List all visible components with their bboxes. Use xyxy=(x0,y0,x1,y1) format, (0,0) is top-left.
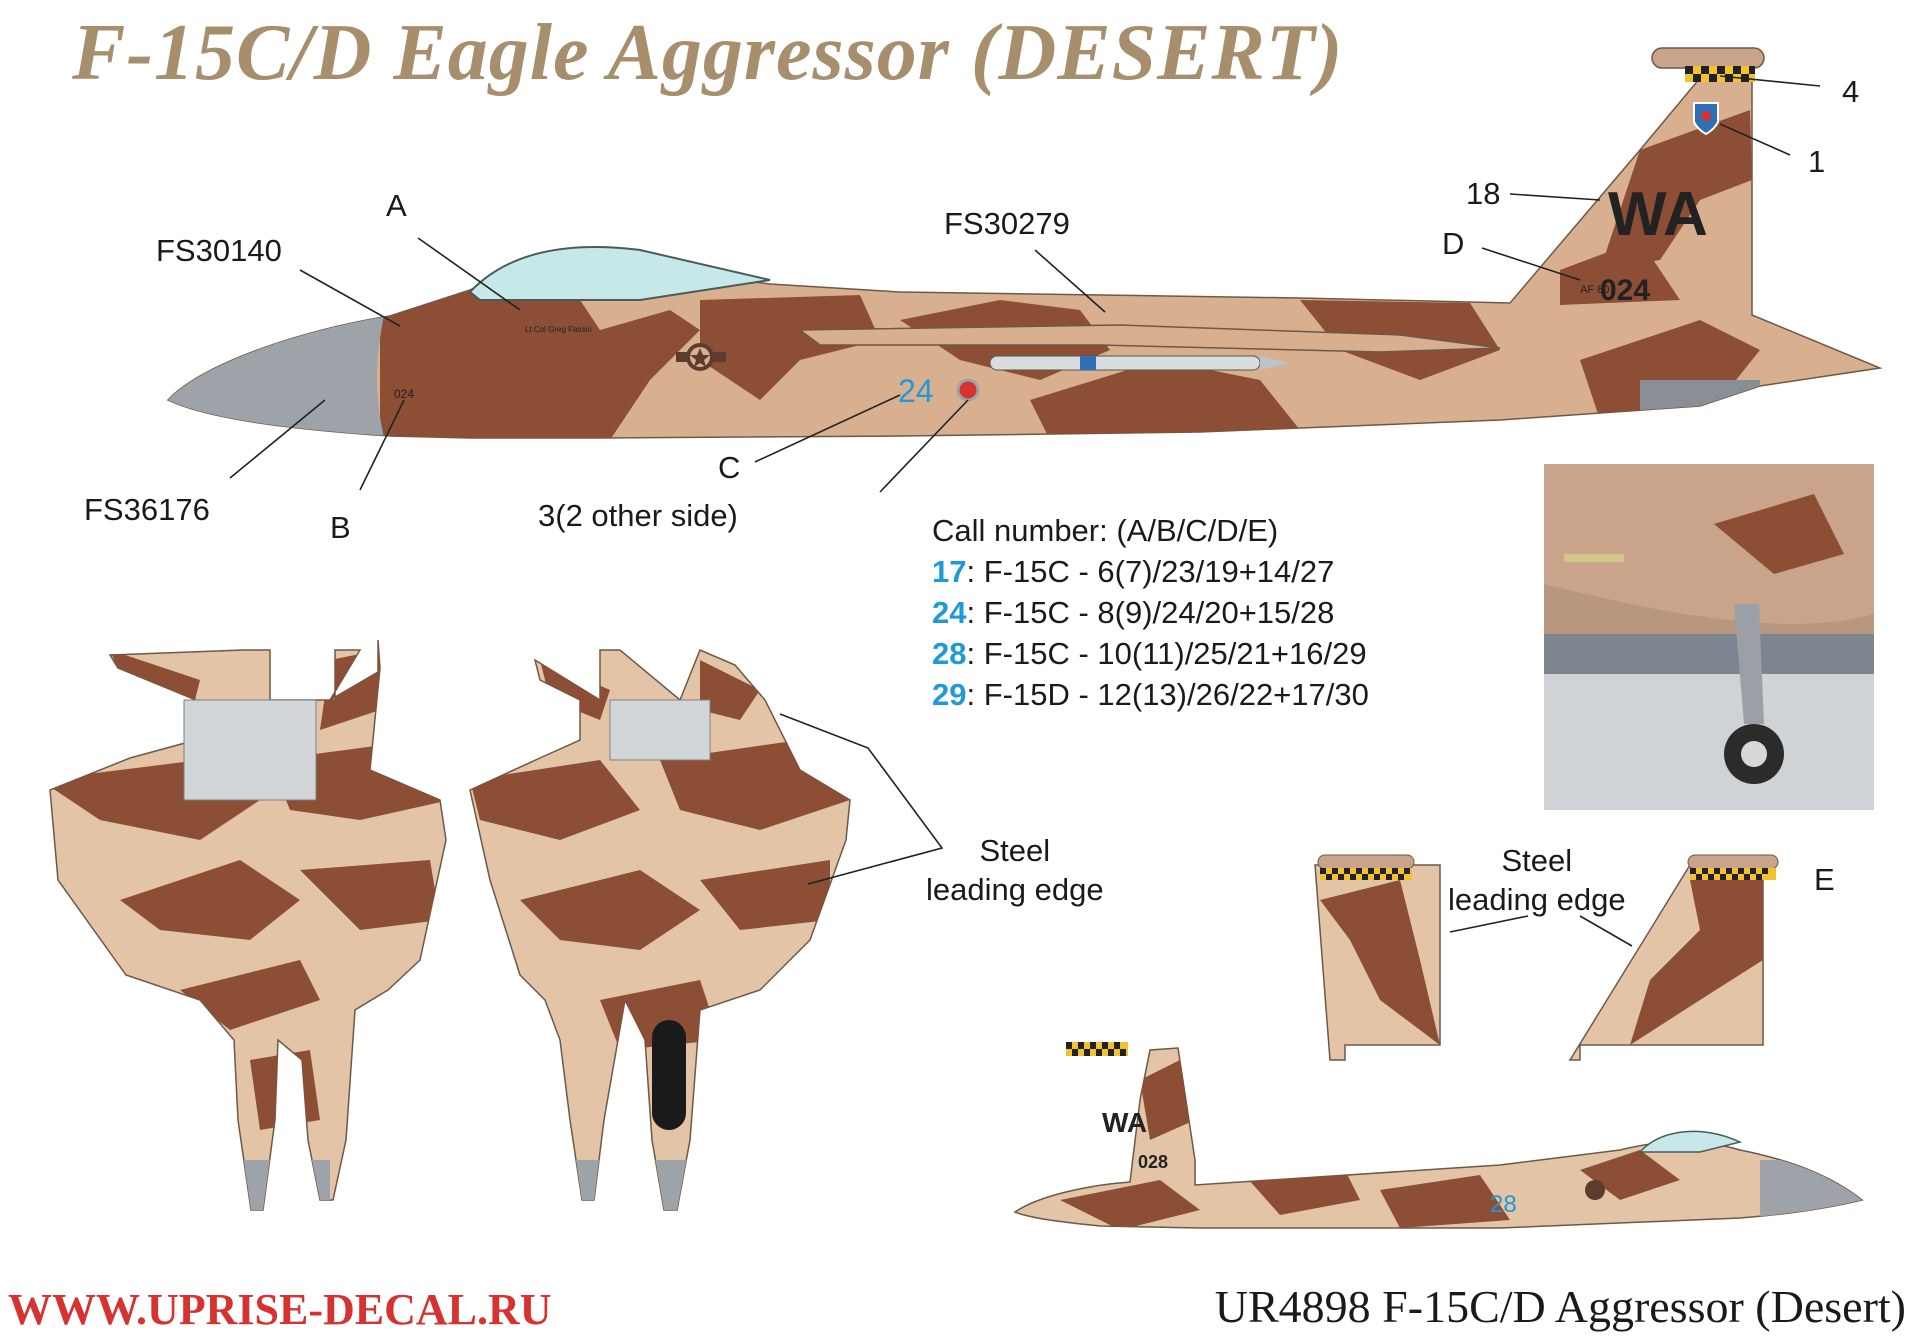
label-fs36176: FS36176 xyxy=(84,492,210,527)
national-insignia-small xyxy=(1585,1180,1605,1200)
tail-code: WA xyxy=(1608,180,1708,249)
tail-code-small: WA xyxy=(1102,1107,1147,1138)
fin-right xyxy=(1449,854,1779,1061)
leader-lines-steel xyxy=(779,713,944,885)
call-number-text: : F-15C - 10(11)/25/21+16/29 xyxy=(966,636,1367,671)
call-number-row: 17: F-15C - 6(7)/23/19+14/27 xyxy=(932,551,1369,592)
call-number-small: 28 xyxy=(1490,1191,1517,1218)
national-insignia xyxy=(676,343,726,371)
steel-leading-edge-right: Steel leading edge xyxy=(1448,842,1626,920)
missile xyxy=(989,355,1290,371)
call-number: 24 xyxy=(898,373,934,409)
camo-patch xyxy=(380,270,700,438)
steel-leading-edge-left: Steel leading edge xyxy=(926,832,1104,910)
call-number-value: 28 xyxy=(932,636,967,671)
call-number-row: 28: F-15C - 10(11)/25/21+16/29 xyxy=(932,633,1369,674)
serial-small: 028 xyxy=(1138,1152,1168,1172)
call-number-text: : F-15C - 8(9)/24/20+15/28 xyxy=(966,595,1335,630)
fin-cap xyxy=(1651,47,1765,69)
label-e: E xyxy=(1814,862,1835,897)
website-link[interactable]: WWW.UPRISE-DECAL.RU xyxy=(8,1285,552,1334)
label-n18: 18 xyxy=(1466,176,1501,211)
label-n1: 1 xyxy=(1808,144,1826,179)
label-a: A xyxy=(386,188,407,223)
call-number-value: 29 xyxy=(932,677,967,712)
plan-view-underside xyxy=(49,639,447,1211)
product-code: UR4898 F-15C/D Aggressor (Desert) xyxy=(1214,1281,1906,1332)
label-c: C xyxy=(718,450,741,485)
side-profile-large: 024 Lt Col Greg Fassio 24 WA AF 80 024 xyxy=(166,47,1883,493)
intake-panel xyxy=(609,699,711,761)
label-n4: 4 xyxy=(1842,74,1860,109)
serial-prefix: AF 80 xyxy=(1580,284,1609,296)
call-number-value: 24 xyxy=(932,595,967,630)
label-d: D xyxy=(1442,226,1465,261)
plan-view-top xyxy=(469,649,944,1211)
call-number-value: 17 xyxy=(932,554,967,589)
call-number-header: Call number: (A/B/C/D/E) xyxy=(932,513,1279,548)
page-title: F-15C/D Eagle Aggressor (DESERT) xyxy=(72,9,1344,97)
steel-line2: leading edge xyxy=(1448,881,1626,917)
tac-emblem xyxy=(1693,102,1719,136)
intake-panel xyxy=(183,699,317,801)
call-number-row: 24: F-15C - 8(9)/24/20+15/28 xyxy=(932,592,1369,633)
call-number-table: Call number: (A/B/C/D/E) 17: F-15C - 6(7… xyxy=(932,510,1369,715)
label-fs30140: FS30140 xyxy=(156,233,282,268)
pilot-name: Lt Col Greg Fassio xyxy=(525,325,592,334)
camo-patch xyxy=(1030,360,1300,438)
label-n3: 3(2 other side) xyxy=(538,498,738,533)
call-number-text: : F-15D - 12(13)/26/22+17/30 xyxy=(966,677,1369,712)
wing-edge xyxy=(797,324,1501,353)
reference-photo xyxy=(1544,464,1874,810)
call-number-text: : F-15C - 6(7)/23/19+14/27 xyxy=(966,554,1335,589)
squadron-badge xyxy=(956,378,980,402)
nose-number: 024 xyxy=(394,387,414,401)
engine-nozzle xyxy=(1640,380,1760,420)
label-fs30279: FS30279 xyxy=(944,206,1070,241)
canopy xyxy=(468,245,771,301)
serial-number: 024 xyxy=(1600,274,1650,307)
steel-line2: leading edge xyxy=(926,871,1104,907)
camo-patch xyxy=(1560,240,1680,305)
radome xyxy=(168,300,390,438)
leader-lines xyxy=(229,75,1821,493)
camo-patch xyxy=(700,295,880,400)
camo-patch xyxy=(1600,110,1752,270)
steel-line1: Steel xyxy=(979,833,1051,868)
call-number-row: 29: F-15D - 12(13)/26/22+17/30 xyxy=(932,674,1369,715)
fin-left xyxy=(1314,854,1441,1061)
checkerboard-stripe xyxy=(1685,66,1755,82)
steel-line1: Steel xyxy=(1501,843,1573,878)
side-profile-small: WA 028 28 xyxy=(1013,1042,1864,1229)
canopy-top xyxy=(652,1020,686,1130)
label-b: B xyxy=(330,510,351,545)
